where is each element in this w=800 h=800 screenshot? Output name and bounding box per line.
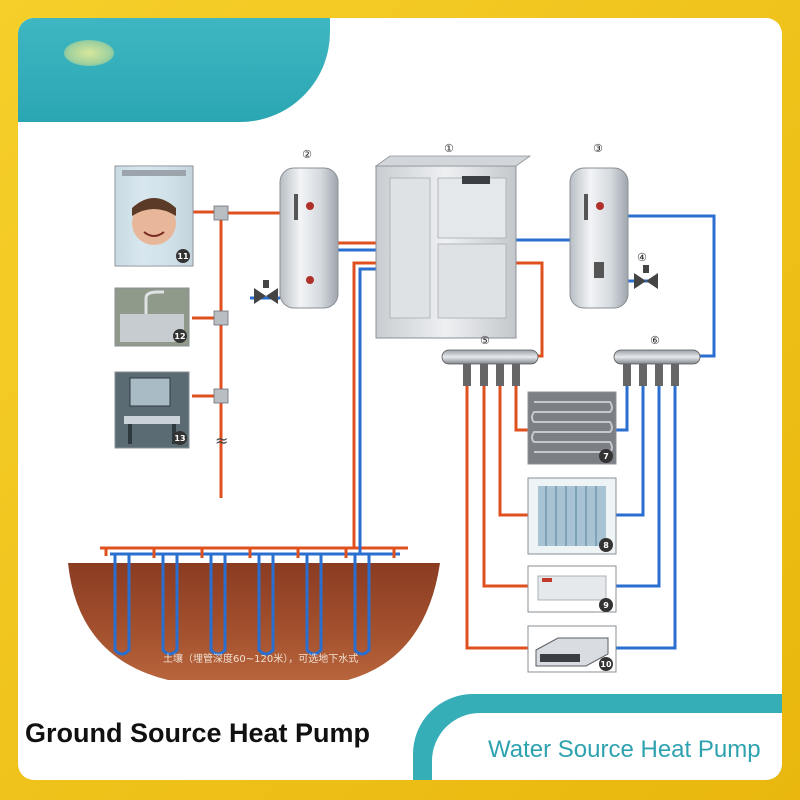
badge-kitchen-tap: 12	[174, 332, 185, 341]
badge-shower: 11	[177, 252, 189, 261]
badge-duct-unit: 10	[600, 660, 612, 669]
marker-manifold-right: ⑥	[650, 334, 660, 347]
floor-heating-photo	[527, 391, 617, 465]
marker-tank-right: ③	[593, 142, 603, 155]
buffer-tank-right	[569, 167, 629, 309]
number-markers: ① ② ③ ④ ⑤ ⑥	[302, 142, 660, 347]
manifold-right	[613, 349, 701, 386]
pipe-tees	[213, 205, 229, 404]
fan-coil-photo	[527, 565, 617, 613]
break-symbol: ≈	[215, 431, 228, 450]
photo-number-badges: 11 12 13 7 8 9 10	[173, 249, 613, 671]
badge-floor-heating: 7	[603, 452, 609, 461]
diagram-panel: ≈	[18, 18, 782, 780]
hot-water-tank-left	[279, 167, 339, 309]
marker-valve-right: ④	[637, 251, 647, 264]
valve-right	[634, 265, 658, 289]
bottom-teal-banner-inner	[432, 713, 782, 780]
banner-logo-blob	[64, 40, 114, 66]
heat-pump-unit	[374, 155, 532, 339]
marker-manifold-left: ⑤	[480, 334, 490, 347]
valve-left	[254, 280, 278, 304]
ground-loops	[100, 546, 408, 656]
marker-heat-pump: ①	[444, 142, 454, 155]
heat-pump-system-diagram: ≈	[68, 142, 716, 680]
badge-bathroom: 13	[174, 434, 185, 443]
badge-radiator: 8	[603, 541, 609, 550]
badge-fan-coil: 9	[603, 601, 609, 610]
top-teal-banner	[18, 18, 330, 122]
ground-riser-pipes	[352, 261, 378, 554]
soil-ground	[68, 563, 440, 680]
ground-source-title: Ground Source Heat Pump	[25, 718, 371, 748]
shower-photo	[114, 165, 194, 267]
water-source-title: Water Source Heat Pump	[488, 736, 761, 763]
distribution-pipes	[465, 386, 677, 650]
soil-caption: 土壤（埋管深度60~120米），可选地下水式	[163, 654, 359, 665]
marker-tank-left: ②	[302, 148, 312, 161]
manifold-left	[441, 349, 539, 386]
